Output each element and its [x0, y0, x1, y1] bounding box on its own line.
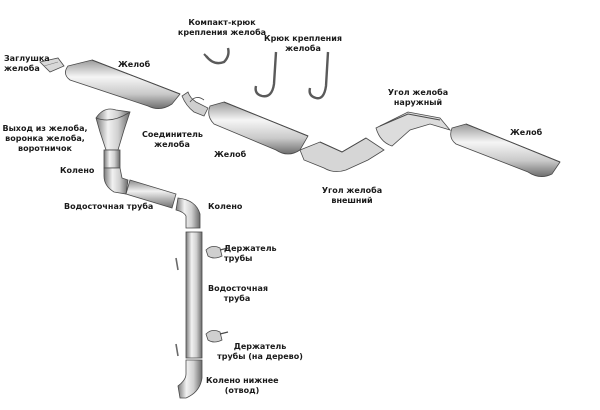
- gutter-end-cap: [39, 57, 65, 73]
- pipe-holder-wood: [205, 330, 229, 343]
- label-elbow-2: Колено: [208, 202, 243, 211]
- mounting-hook-1: [254, 51, 278, 98]
- compact-hook: [203, 47, 230, 65]
- elbow-upper: [103, 167, 129, 195]
- label-gutter-right: Желоб: [510, 128, 543, 137]
- gutter-outer-corner-lower: [299, 137, 385, 172]
- label-outlet: Выход из желоба,воронка желоба,воротничо…: [2, 124, 88, 153]
- label-gutter-mid: Желоб: [214, 150, 247, 159]
- gutter-outlet-funnel: [95, 108, 131, 169]
- label-gutter-1: Желоб: [118, 60, 151, 69]
- elbow-lower: [175, 197, 201, 229]
- gutter-outer-corner-upper: [375, 111, 452, 147]
- mounting-hook-2: [308, 51, 330, 100]
- label-elbow-1: Колено: [60, 166, 95, 175]
- fastener-top: [175, 257, 179, 271]
- label-downpipe-1: Водосточная труба: [64, 202, 154, 211]
- gutter-segment-3: [450, 123, 561, 177]
- pipe-holder-top: [205, 246, 229, 259]
- gutter-segment-2: [208, 101, 309, 155]
- downpipe-vertical: [185, 231, 203, 359]
- fastener-bottom: [175, 343, 179, 357]
- label-bottom-elbow: Колено нижнее(отвод): [206, 376, 279, 395]
- elbow-bottom-outlet: [177, 359, 203, 399]
- gutter-connector: [181, 91, 209, 117]
- gutter-segment-1: [65, 59, 181, 109]
- downpipe-diagonal: [125, 179, 177, 209]
